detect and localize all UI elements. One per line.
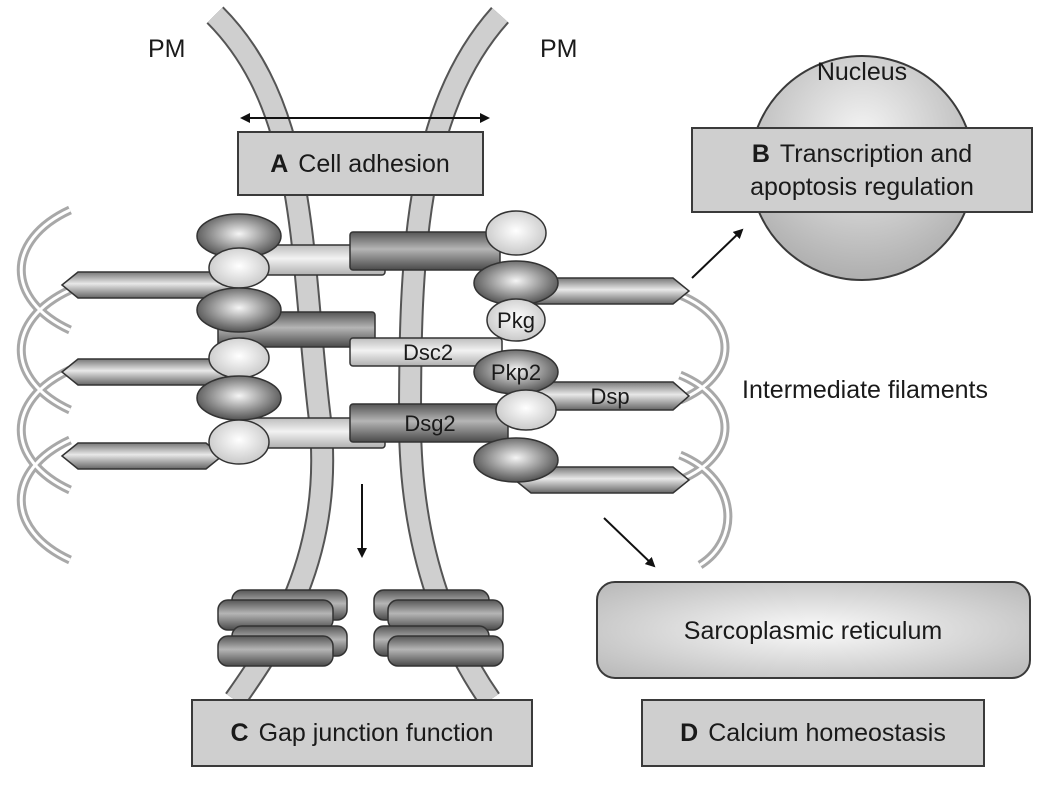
cadherin-bars-middle [349, 231, 509, 443]
box-c-letter: C [231, 719, 249, 747]
arrow-to-sarcoplasmic-reticulum [603, 517, 656, 568]
box-b-letter: B [752, 140, 770, 168]
pkg-oval [486, 298, 546, 342]
nucleus-label: Nucleus [817, 58, 907, 86]
transcription-box: B Transcription and apoptosis regulation [691, 127, 1033, 213]
box-b-line2: apoptosis regulation [750, 173, 974, 201]
pm-label-left: PM [148, 35, 186, 63]
box-d-letter: D [680, 719, 698, 747]
sarcoplasmic-reticulum: Sarcoplasmic reticulum [596, 581, 1031, 679]
pm-label-right: PM [540, 35, 578, 63]
intermediate-filaments-label: Intermediate filaments [742, 376, 988, 404]
intermediate-filaments-right [678, 290, 733, 569]
plaque-ovals-right [473, 210, 559, 483]
box-a-text: Cell adhesion [298, 150, 450, 178]
cell-adhesion-box: A Cell adhesion [237, 131, 484, 196]
connexon-right [373, 589, 504, 667]
desmoplakin-left [60, 271, 240, 470]
box-b-line1: Transcription and [780, 140, 972, 168]
dsc2-label: Dsc2 [403, 340, 453, 365]
box-a-letter: A [270, 150, 288, 178]
pkg-label: Pkg [497, 308, 535, 333]
dsp-label: Dsp [590, 384, 629, 409]
sarcoplasmic-reticulum-label: Sarcoplasmic reticulum [684, 617, 942, 645]
gap-junction-box: C Gap junction function [191, 699, 533, 767]
connexon-left [217, 589, 348, 667]
dsg2-label: Dsg2 [404, 411, 455, 436]
box-c-text: Gap junction function [259, 719, 494, 747]
calcium-homeostasis-box: D Calcium homeostasis [641, 699, 985, 767]
pkp2-label: Pkp2 [491, 360, 541, 385]
plaque-ovals-left [196, 213, 282, 465]
box-d-text: Calcium homeostasis [708, 719, 946, 747]
arrow-to-nucleus [691, 228, 744, 279]
